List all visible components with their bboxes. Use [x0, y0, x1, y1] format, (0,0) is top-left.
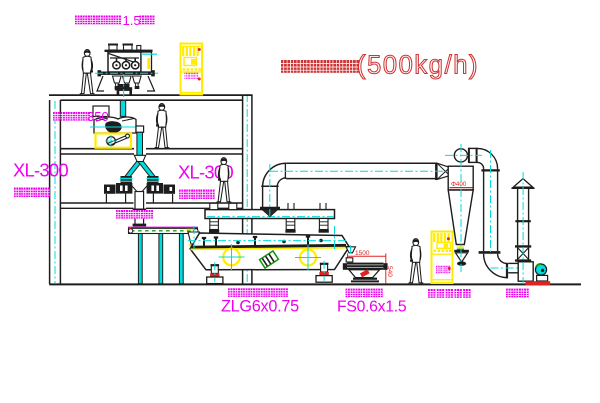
svg-text:540: 540 — [386, 266, 393, 277]
svg-text:FS0.6x1.5: FS0.6x1.5 — [337, 299, 407, 316]
svg-text:(500kg/h): (500kg/h) — [357, 52, 479, 80]
svg-text:XL-300: XL-300 — [13, 160, 68, 181]
svg-text:1.5: 1.5 — [123, 13, 141, 28]
svg-text:350: 350 — [87, 109, 109, 124]
svg-text:Φ400: Φ400 — [451, 181, 467, 188]
svg-text:1500: 1500 — [355, 250, 370, 257]
svg-text:ZLG6x0.75: ZLG6x0.75 — [221, 298, 299, 316]
